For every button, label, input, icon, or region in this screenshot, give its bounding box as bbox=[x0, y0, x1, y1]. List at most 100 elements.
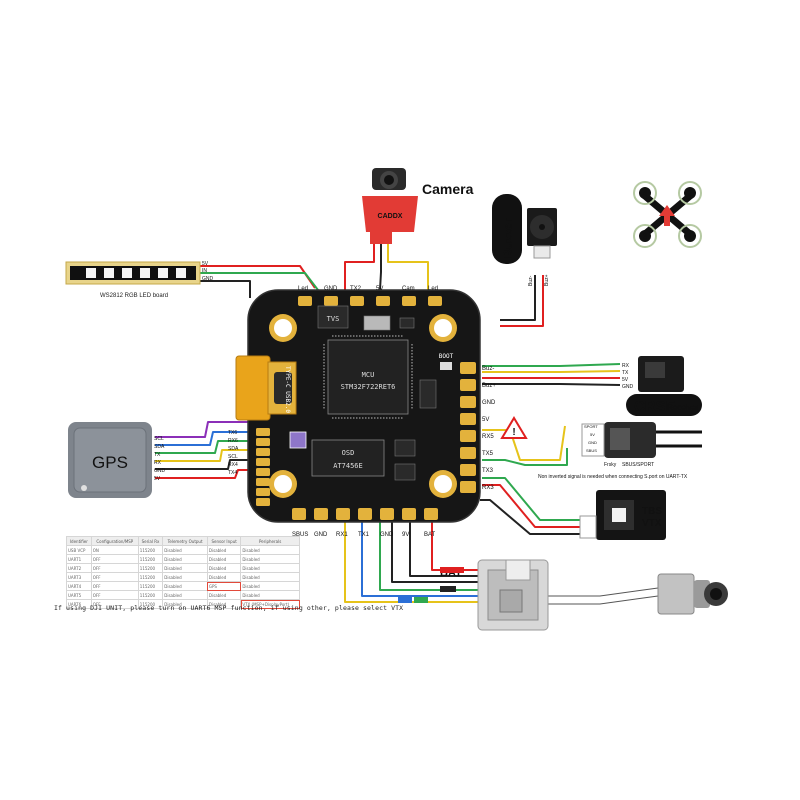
table-cell[interactable]: OFF bbox=[90, 590, 139, 600]
frsky-title: Frsky bbox=[604, 462, 617, 468]
table-cell[interactable]: Disabled bbox=[240, 581, 300, 591]
gps-pin-rx: RX bbox=[154, 460, 162, 466]
led-pin-gnd: GND bbox=[202, 276, 214, 282]
crsf-pin-rx: RX bbox=[622, 363, 630, 369]
usb-label: TYPE-C USB2.0 bbox=[284, 366, 291, 413]
pad-bottom-rx1 bbox=[336, 508, 350, 520]
pad-label: RX6 bbox=[228, 438, 238, 444]
table-cell[interactable]: 115200 bbox=[137, 554, 164, 564]
pad-top-led bbox=[428, 296, 442, 306]
svg-text:!: ! bbox=[512, 427, 515, 438]
mcu-chip: MCU STM32F722RET6 bbox=[323, 335, 413, 419]
frsky-pin-sport: SPORT bbox=[584, 424, 598, 429]
crsf-subtitle: Receiver bbox=[667, 403, 699, 412]
table-cell[interactable]: Disabled bbox=[162, 581, 208, 591]
table-cell: UART3 bbox=[66, 572, 92, 582]
pad-label: TX3 bbox=[482, 468, 494, 474]
pad-label: Buz+ bbox=[482, 383, 496, 389]
table-cell[interactable]: Disabled bbox=[206, 590, 242, 600]
osd-chip: OSD AT7456E bbox=[311, 439, 385, 477]
table-cell[interactable]: GPS bbox=[206, 581, 242, 591]
table-cell[interactable]: Disabled bbox=[240, 563, 300, 573]
table-cell[interactable]: Disabled bbox=[162, 554, 208, 564]
pad-label: GND bbox=[380, 532, 394, 538]
pad-gnd bbox=[460, 396, 476, 408]
table-cell[interactable]: 115200 bbox=[137, 590, 164, 600]
tbs-vtx: TBS VTX bbox=[579, 490, 666, 540]
table-cell[interactable]: Disabled bbox=[162, 572, 208, 582]
table-cell[interactable]: 115200 bbox=[137, 599, 164, 609]
gps-pin-scl: SCL bbox=[154, 436, 164, 442]
table-cell[interactable]: 115200 bbox=[137, 572, 164, 582]
table-cell[interactable]: ON bbox=[90, 545, 139, 555]
pad-bottom-bat bbox=[424, 508, 438, 520]
table-cell[interactable]: Disabled bbox=[162, 590, 208, 600]
pad-label: SBUS bbox=[292, 532, 308, 538]
pad-tx5 bbox=[460, 447, 476, 459]
pad-label: RX4 bbox=[228, 462, 238, 468]
table-cell[interactable]: OFF bbox=[90, 581, 139, 591]
crsf-pin-tx: TX bbox=[622, 370, 629, 376]
boot-label: BOOT bbox=[439, 353, 454, 360]
mcu-label: MCU bbox=[362, 371, 375, 379]
pad-label: Cam bbox=[402, 286, 415, 292]
led-board: 5V IN GND bbox=[65, 261, 214, 285]
pad-rx3 bbox=[460, 481, 476, 493]
table-cell[interactable]: Disabled bbox=[206, 563, 242, 573]
motor-4: 4 bbox=[643, 189, 648, 198]
table-cell[interactable]: VTX (MSP+DisplayPort) bbox=[240, 599, 300, 609]
table-cell[interactable]: OFF bbox=[90, 554, 139, 564]
table-cell[interactable]: Disabled bbox=[240, 572, 300, 582]
led-pin-in: IN bbox=[202, 268, 207, 274]
table-cell: UART5 bbox=[66, 590, 92, 600]
table-cell: UART2 bbox=[66, 563, 92, 573]
gps-pin-sda: SDA bbox=[154, 444, 165, 450]
gps-pin-5v: 5V bbox=[154, 476, 161, 482]
pad-top-tx2 bbox=[350, 296, 364, 306]
mounting-holes bbox=[269, 314, 457, 498]
pad-label: RX1 bbox=[336, 532, 348, 538]
table-cell[interactable]: 115200 bbox=[137, 545, 164, 555]
usb-c-port[interactable]: TYPE-C USB2.0 bbox=[235, 355, 297, 421]
pad-tx4 bbox=[256, 478, 270, 486]
osd-model: AT7456E bbox=[333, 462, 363, 470]
led-pin-5v: 5V bbox=[202, 261, 209, 267]
table-cell[interactable]: OFF bbox=[90, 563, 139, 573]
buzzer-title: Buzzer bbox=[501, 218, 515, 258]
vtx-title: VTX bbox=[642, 518, 662, 529]
table-cell[interactable]: Disabled bbox=[240, 590, 300, 600]
pad-label: SCL bbox=[228, 454, 238, 460]
table-cell[interactable]: Disabled bbox=[162, 545, 208, 555]
digital-vtx-unit: BAT bbox=[398, 559, 549, 631]
pad-label: Led bbox=[298, 286, 308, 292]
osd-label: OSD bbox=[342, 449, 355, 457]
pad-5v bbox=[256, 488, 270, 496]
table-cell[interactable]: Disabled bbox=[240, 545, 300, 555]
pad-label: SDA bbox=[228, 446, 239, 452]
gps-title: GPS bbox=[92, 453, 128, 472]
table-cell[interactable]: Disabled bbox=[162, 563, 208, 573]
pad-label: RX3 bbox=[482, 485, 494, 491]
table-cell[interactable]: Disabled bbox=[206, 599, 242, 609]
warning-icon bbox=[500, 416, 528, 439]
table-cell[interactable]: Disabled bbox=[206, 545, 242, 555]
frsky-receiver: SPORT 5V GND SBUS Frsky SBUS/SPORT Non i… bbox=[500, 416, 702, 480]
table-cell[interactable]: Disabled bbox=[240, 554, 300, 564]
pad-rx6 bbox=[256, 438, 270, 446]
solder-pads bbox=[256, 296, 476, 520]
pad-scl bbox=[256, 458, 270, 466]
table-cell[interactable]: OFF bbox=[90, 572, 139, 582]
table-cell[interactable]: Disabled bbox=[206, 572, 242, 582]
table-cell[interactable]: 115200 bbox=[137, 581, 164, 591]
pad-bottom-9v bbox=[402, 508, 416, 520]
boot-button[interactable] bbox=[440, 362, 452, 370]
motor-3: 3 bbox=[643, 232, 648, 241]
pad-label: Buz- bbox=[482, 366, 494, 372]
table-cell[interactable]: Disabled bbox=[206, 554, 242, 564]
pad-label: TX2 bbox=[350, 286, 362, 292]
table-header: Serial Rx bbox=[137, 536, 164, 546]
table-cell[interactable]: 115200 bbox=[137, 563, 164, 573]
